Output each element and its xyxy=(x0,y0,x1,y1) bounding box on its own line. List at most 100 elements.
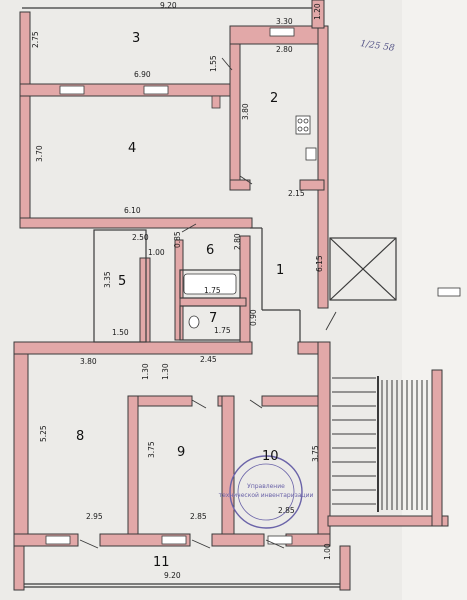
bath-outline xyxy=(179,269,241,299)
scribble-annotation: 1/25 58 xyxy=(360,39,396,54)
dim-overall-bottom: 9.20 xyxy=(164,571,181,580)
sink-icon xyxy=(305,147,317,161)
wall xyxy=(327,515,449,527)
wall xyxy=(13,341,253,355)
dim-corridor-left: 3.80 xyxy=(80,357,97,366)
dim-room5-bottom: 1.50 xyxy=(112,328,129,337)
stamp-line2: технической инвентаризации xyxy=(219,492,314,499)
room-number-8: 8 xyxy=(76,429,84,444)
dim-room7-width: 1.75 xyxy=(214,326,231,335)
room-number-11: 11 xyxy=(153,555,170,570)
dim-room9-width: 2.85 xyxy=(190,512,207,521)
door-icon xyxy=(79,539,99,549)
wall xyxy=(317,341,331,547)
dim-bath-width: 1.75 xyxy=(204,286,221,295)
stamp-line1: Управление xyxy=(247,483,285,490)
dimension-labels: 9.20 1.20 2.75 3.30 2.80 1.55 3.80 2.15 … xyxy=(31,1,332,580)
toilet-icon xyxy=(188,315,200,329)
window xyxy=(161,535,187,545)
wall xyxy=(211,533,265,547)
dim-balcony11-depth: 1.00 xyxy=(323,543,332,560)
door-icon xyxy=(191,539,211,549)
stove-burner-icon xyxy=(303,118,309,124)
stamp: Управление технической инвентаризации xyxy=(219,455,314,529)
dim-kitchen-height: 3.80 xyxy=(241,103,250,120)
dim-corridor-h2: 1.30 xyxy=(161,363,170,380)
door-icon xyxy=(221,57,233,71)
wall xyxy=(261,395,321,407)
room-number-7: 7 xyxy=(209,311,217,326)
window xyxy=(267,535,293,545)
dim-top-right-small: 1.20 xyxy=(313,3,322,20)
lift-cross xyxy=(329,237,397,301)
wall xyxy=(19,95,31,227)
dim-hall-height: 6.15 xyxy=(315,255,324,272)
wall xyxy=(221,395,235,545)
fixtures xyxy=(183,95,317,329)
dim-room8-height: 5.25 xyxy=(39,425,48,442)
dim-room5-top: 2.50 xyxy=(132,233,149,242)
wall xyxy=(179,297,247,307)
wall xyxy=(431,369,443,527)
wall xyxy=(174,239,184,341)
room-number-1: 1 xyxy=(276,263,284,278)
lift-shaft xyxy=(329,237,397,301)
wall xyxy=(127,395,139,545)
dim-room9-height: 3.75 xyxy=(147,441,156,458)
dim-wc-width: 1.00 xyxy=(148,248,165,257)
dim-room7-height: 0.90 xyxy=(249,309,258,326)
room-number-10: 10 xyxy=(262,449,279,464)
wall xyxy=(139,257,151,347)
stairs xyxy=(332,376,428,512)
room-number-3: 3 xyxy=(132,31,140,46)
radiator-icon xyxy=(211,95,221,109)
wall xyxy=(311,0,325,29)
outlines xyxy=(22,7,397,588)
stamp-outline xyxy=(229,455,303,529)
dim-corridor-h1: 1.30 xyxy=(141,363,150,380)
wall xyxy=(239,235,251,347)
dim-room5-small: 0.85 xyxy=(173,231,182,248)
dim-kitchen-width: 2.80 xyxy=(276,45,293,54)
dim-room4-top: 6.90 xyxy=(134,70,151,79)
dim-room5-height: 3.35 xyxy=(103,271,112,288)
room5-outline xyxy=(93,229,147,343)
wall xyxy=(19,83,233,97)
wall xyxy=(137,395,193,407)
door-icon xyxy=(325,311,337,331)
room-number-2: 2 xyxy=(270,91,278,106)
window xyxy=(269,27,295,37)
dim-balcony3-depth: 2.75 xyxy=(31,31,40,48)
windows xyxy=(45,27,461,545)
room7-outline xyxy=(179,305,241,341)
stove-burner-icon xyxy=(303,126,309,132)
room-number-9: 9 xyxy=(177,445,185,460)
wall xyxy=(13,353,29,545)
bathtub-icon xyxy=(183,273,237,295)
wall xyxy=(19,11,31,97)
dim-kitchen-bottom: 2.15 xyxy=(288,189,305,198)
walls xyxy=(13,0,449,591)
window xyxy=(59,85,85,95)
door-icon xyxy=(191,399,207,409)
room-number-4: 4 xyxy=(128,141,136,156)
dim-corridor-right: 2.45 xyxy=(200,355,217,364)
dim-room10-width: 2.85 xyxy=(278,506,295,515)
wall xyxy=(13,545,25,591)
stove-burner-icon xyxy=(297,118,303,124)
room-number-5: 5 xyxy=(118,274,126,289)
dim-bath-height: 2.80 xyxy=(233,233,242,250)
wall xyxy=(339,545,351,591)
window xyxy=(143,85,169,95)
dim-overall-top: 9.20 xyxy=(160,1,177,10)
door-icon xyxy=(265,539,285,549)
stamp-outline xyxy=(237,463,295,521)
wall xyxy=(299,179,325,191)
dim-room4-height: 3.70 xyxy=(35,145,44,162)
window xyxy=(45,535,71,545)
stove-burner-icon xyxy=(297,126,303,132)
wall xyxy=(229,43,241,189)
doors xyxy=(79,57,337,549)
wall xyxy=(229,179,251,191)
